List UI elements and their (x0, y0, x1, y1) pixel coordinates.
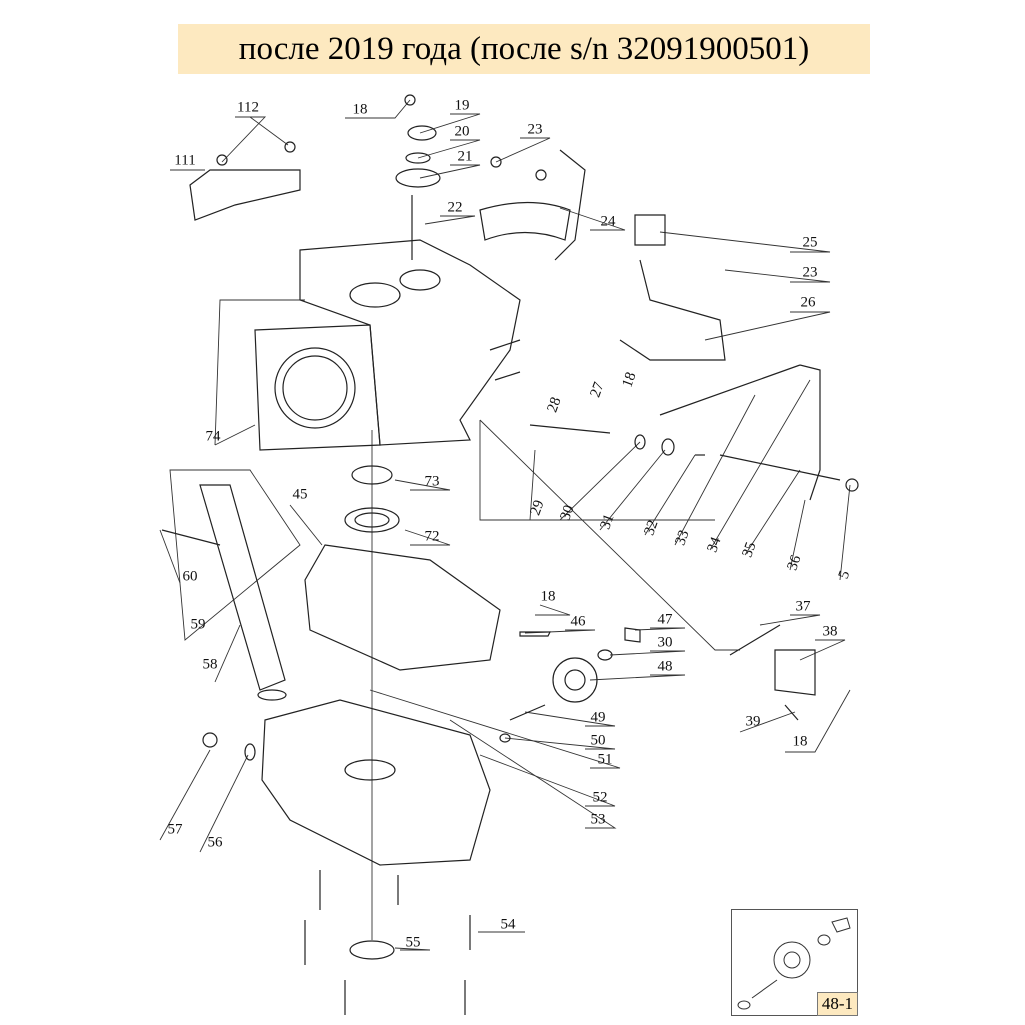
part-label: 58 (202, 656, 218, 673)
part-label: 23 (802, 264, 818, 281)
page-title: после 2019 года (после s/n 32091900501) (178, 24, 870, 74)
part-54-bolts (304, 870, 471, 1015)
part-72-bearing (344, 507, 400, 533)
part-112-bolt (216, 154, 228, 166)
engine-block (254, 239, 521, 451)
part-label: 48 (657, 658, 673, 675)
part-label: 112 (237, 99, 259, 116)
part-label: 50 (590, 732, 606, 749)
inset-gear-drawing (737, 917, 851, 1010)
part-label: 52 (592, 789, 608, 806)
part-label: 25 (802, 234, 818, 251)
part-label: 49 (590, 709, 606, 726)
part-48-gear (552, 657, 598, 703)
part-label: 19 (454, 97, 470, 114)
part-label: 24 (600, 213, 616, 230)
part-label: 39 (745, 713, 761, 730)
part-label: 74 (205, 428, 221, 445)
part-label: 59 (190, 616, 206, 633)
part-label: 37 (795, 598, 811, 615)
part-label: 45 (292, 486, 308, 503)
part-label: 56 (207, 834, 223, 851)
part-label: 53 (590, 811, 606, 828)
part-label: 38 (822, 623, 838, 640)
part-label: 26 (800, 294, 816, 311)
part-label: 21 (457, 148, 473, 165)
part-label: 46 (570, 613, 586, 630)
part-label: 111 (174, 152, 196, 169)
part-24-shroud (479, 201, 571, 241)
part-label: 30 (657, 634, 673, 651)
part-112-bolt (284, 141, 296, 153)
part-label: 18 (352, 101, 368, 118)
part-53-crankcase-cover (261, 699, 491, 866)
part-label: 20 (454, 123, 470, 140)
part-label: 55 (405, 934, 421, 951)
part-111-bracket (189, 169, 301, 221)
part-label: 51 (597, 751, 613, 768)
part-label: 18 (792, 733, 808, 750)
part-label: 73 (424, 473, 440, 490)
inset-label: 48-1 (816, 992, 858, 1016)
part-label: 54 (500, 916, 516, 933)
part-59-dipstick (199, 484, 286, 691)
part-label: 47 (657, 611, 673, 628)
inset-detail-48-1: 48-1 (731, 909, 858, 1016)
part-45-gasket (304, 544, 501, 671)
leader-lines (159, 99, 851, 951)
part-label: 18 (540, 588, 556, 605)
part-label: 22 (447, 199, 463, 216)
part-label: 57 (167, 821, 183, 838)
part-55-seal (349, 940, 395, 960)
part-73-seal (351, 465, 393, 485)
part-label: 72 (424, 528, 440, 545)
part-label: 23 (527, 121, 543, 138)
part-label: 60 (182, 568, 198, 585)
